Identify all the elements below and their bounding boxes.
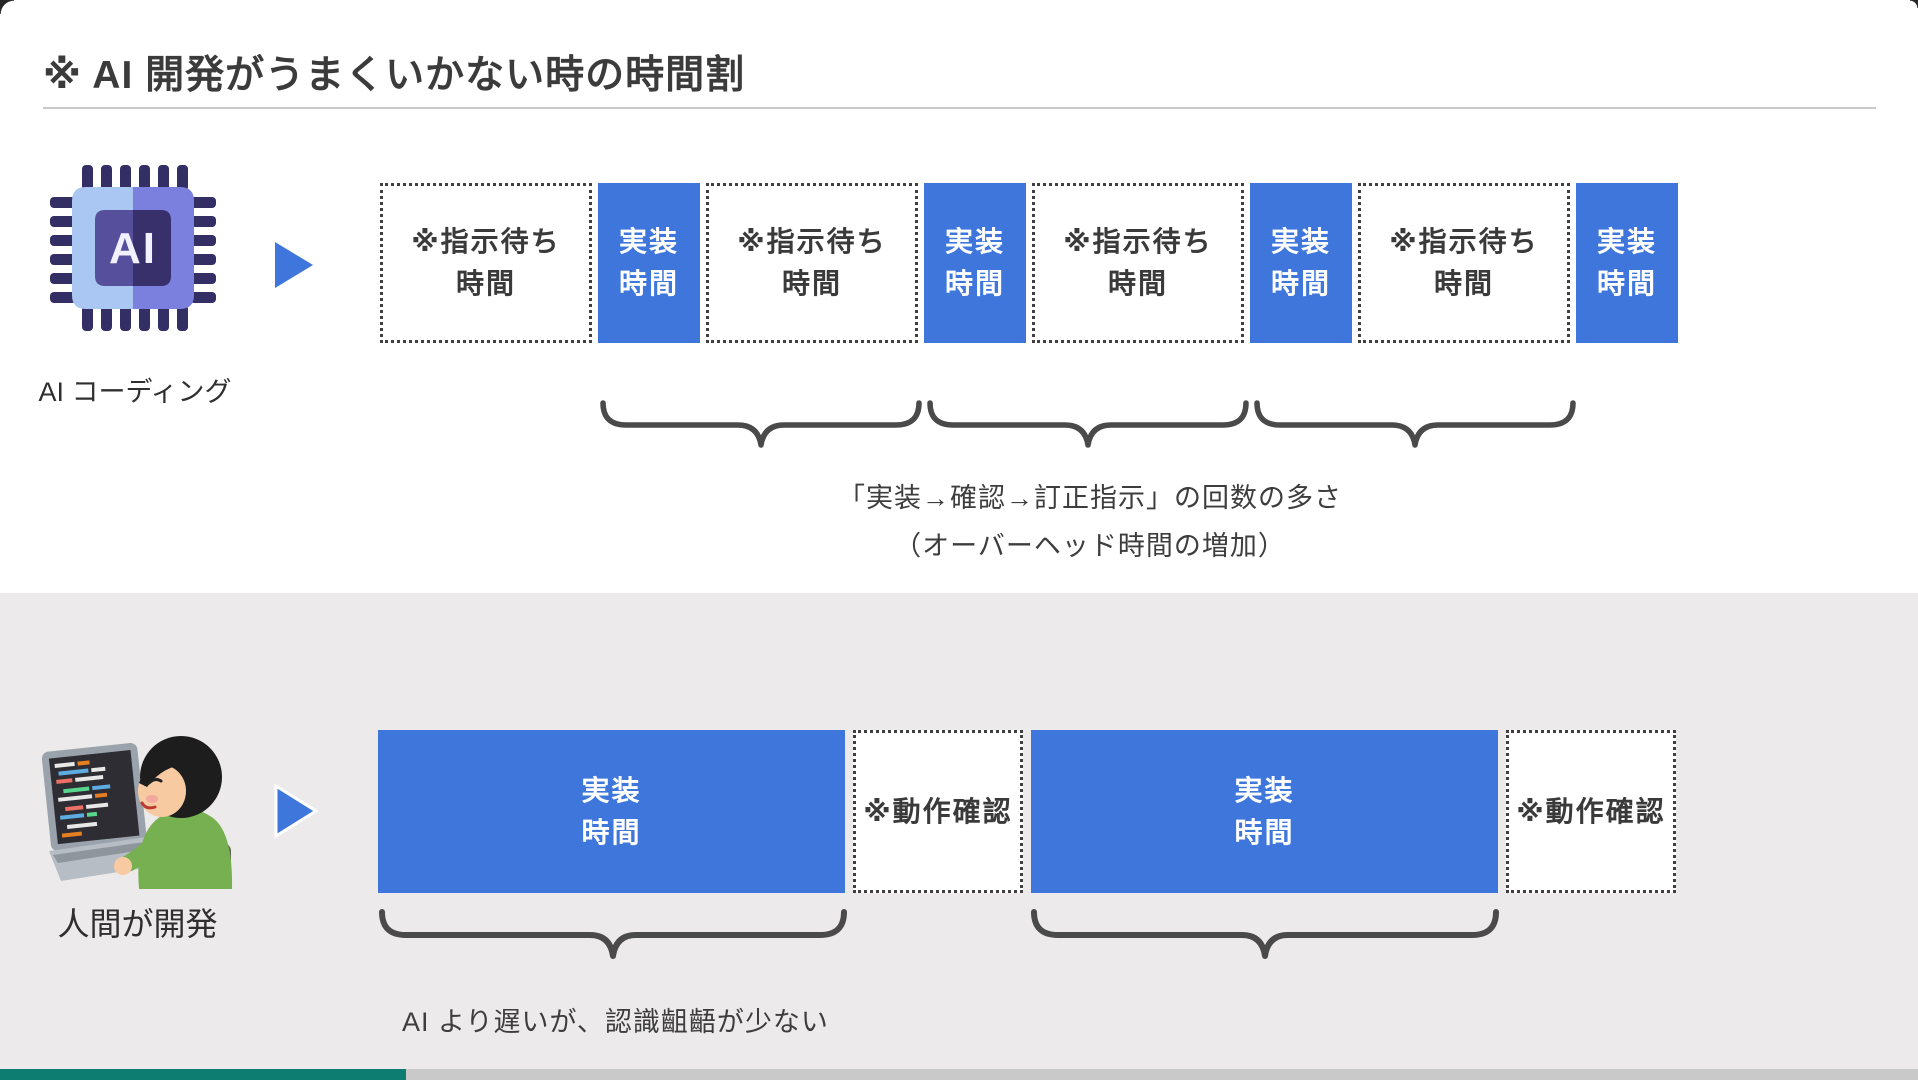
segment-label: ※指示待ち 時間	[411, 226, 561, 299]
human-check-segment: ※動作確認	[1506, 730, 1676, 893]
segment-label: 実装 時間	[581, 774, 642, 848]
human-check-segment: ※動作確認	[853, 730, 1023, 893]
window-corner-top-right	[1910, 0, 1918, 8]
ai-row-label: AI コーディング	[38, 377, 232, 407]
ai-impl-segment: 実装 時間	[598, 183, 700, 343]
human-caption: AI より遅いが、認識齟齬が少ない	[402, 1007, 829, 1037]
ai-caption-line1: 「実装→確認→訂正指示」の回数の多さ	[838, 483, 1342, 513]
human-developer-icon	[41, 736, 233, 889]
underbrace-icon	[927, 400, 1249, 448]
underbrace-icon	[1031, 909, 1499, 959]
ai-impl-segment: 実装 時間	[1576, 183, 1678, 343]
page-title: ※ AI 開発がうまくいかない時の時間割	[43, 54, 746, 98]
human-impl-segment: 実装 時間	[378, 730, 845, 893]
window-corner-top-left	[0, 0, 14, 14]
underbrace-icon	[600, 400, 922, 448]
segment-label: 実装 時間	[618, 226, 679, 299]
underbrace-icon	[379, 909, 847, 959]
segment-label: ※動作確認	[863, 795, 1013, 827]
right-arrow-icon	[274, 783, 319, 839]
segment-label: ※指示待ち 時間	[1063, 226, 1213, 299]
segment-label: 実装 時間	[1270, 226, 1331, 299]
segment-label: ※指示待ち 時間	[1389, 226, 1539, 299]
ai-wait-segment: ※指示待ち 時間	[706, 183, 918, 343]
segment-label: 実装 時間	[1234, 774, 1295, 848]
ai-impl-segment: 実装 時間	[1250, 183, 1352, 343]
human-row-label: 人間が開発	[57, 906, 218, 942]
title-divider	[43, 107, 1876, 109]
ai-wait-segment: ※指示待ち 時間	[1032, 183, 1244, 343]
ai-wait-segment: ※指示待ち 時間	[380, 183, 592, 343]
human-impl-segment: 実装 時間	[1031, 730, 1498, 893]
ai-wait-segment: ※指示待ち 時間	[1358, 183, 1570, 343]
ai-impl-segment: 実装 時間	[924, 183, 1026, 343]
segment-label: ※動作確認	[1516, 795, 1666, 827]
segment-label: 実装 時間	[1596, 226, 1657, 299]
ai-caption-line2: （オーバーヘッド時間の増加）	[894, 531, 1286, 561]
segment-label: ※指示待ち 時間	[737, 226, 887, 299]
bottom-teal-bar	[0, 1069, 406, 1080]
ai-chip-icon: AI	[50, 165, 216, 331]
bottom-gray-bar	[406, 1069, 1918, 1080]
svg-text:AI: AI	[109, 224, 157, 273]
segment-label: 実装 時間	[944, 226, 1005, 299]
underbrace-icon	[1254, 400, 1576, 448]
right-arrow-icon	[275, 242, 313, 288]
